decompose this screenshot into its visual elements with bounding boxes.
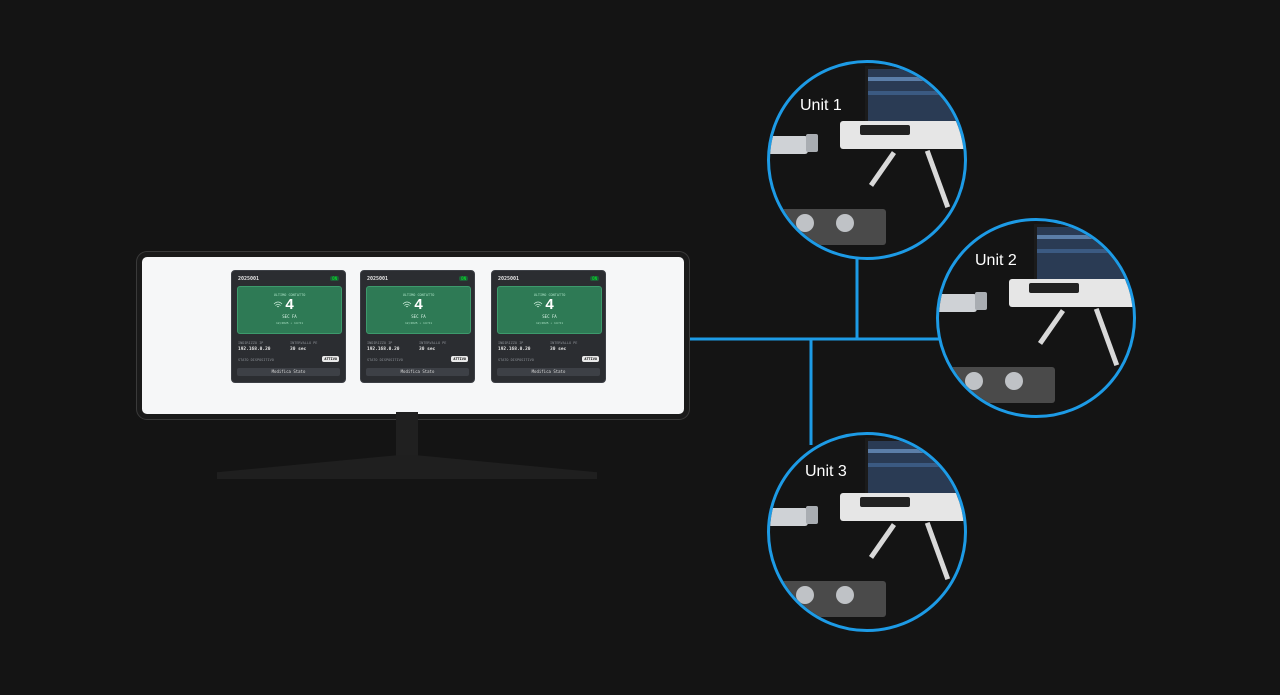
workstation-monitor <box>865 438 964 499</box>
card-status-panel: ULTIMO CONTATTO 4 SEC FA 12/2025 • 14:51 <box>366 286 471 334</box>
camera <box>770 134 818 154</box>
panel-sub: 12/2025 • 14:51 <box>535 321 564 325</box>
ip-label: INDIRIZZO IP <box>238 341 264 345</box>
card-id: 2025001 <box>238 276 260 282</box>
controller-console <box>770 581 886 617</box>
card-badge: ON <box>590 276 599 281</box>
status-badge: ATTIVO <box>322 356 339 362</box>
interval-value: 30 sec <box>419 347 436 352</box>
panel-label: ULTIMO CONTATTO <box>273 293 306 297</box>
panel-value: 4 <box>545 296 554 313</box>
panel-label: ULTIMO CONTATTO <box>402 293 435 297</box>
interval-label: INTERVALLO PE <box>550 341 578 345</box>
monitor-stand-neck <box>396 412 418 458</box>
panel-unit: SEC FA <box>542 314 557 319</box>
desk-leg <box>1093 307 1120 367</box>
ip-value: 192.168.0.20 <box>498 347 531 352</box>
panel-value: 4 <box>414 296 423 313</box>
desk-leg <box>868 523 897 559</box>
wifi-icon <box>402 301 412 308</box>
workstation-monitor <box>865 66 964 127</box>
desk-leg <box>924 521 951 581</box>
ip-value: 192.168.0.20 <box>238 347 271 352</box>
unit-1-circle <box>767 60 967 260</box>
unit-3-label: Unit 3 <box>805 463 847 480</box>
keyboard <box>860 125 910 135</box>
interval-label: INTERVALLO PE <box>419 341 447 345</box>
wifi-icon <box>273 301 283 308</box>
card-badge: ON <box>330 276 339 281</box>
ip-label: INDIRIZZO IP <box>367 341 393 345</box>
ip-value: 192.168.0.20 <box>367 347 400 352</box>
device-status-label: STATO DISPOSITIVO <box>498 358 534 362</box>
device-status-label: STATO DISPOSITIVO <box>238 358 274 362</box>
interval-value: 30 sec <box>290 347 307 352</box>
edit-status-button[interactable]: Modifica Stato <box>366 368 469 376</box>
camera <box>939 292 987 312</box>
card-status-panel: ULTIMO CONTATTO 4 SEC FA 12/2025 • 14:51 <box>237 286 342 334</box>
wifi-icon <box>533 301 543 308</box>
desk-leg <box>924 149 951 209</box>
edit-status-button[interactable]: Modifica Stato <box>237 368 340 376</box>
status-badge: ATTIVO <box>451 356 468 362</box>
device-card: 2025001 ON ULTIMO CONTATTO 4 SEC FA 12/2… <box>491 270 606 383</box>
panel-value: 4 <box>285 296 294 313</box>
device-status-label: STATO DISPOSITIVO <box>367 358 403 362</box>
panel-unit: SEC FA <box>411 314 426 319</box>
camera <box>770 506 818 526</box>
card-id: 2025001 <box>498 276 520 282</box>
interval-label: INTERVALLO PE <box>290 341 318 345</box>
workstation-monitor <box>1034 224 1133 285</box>
keyboard <box>860 497 910 507</box>
card-id: 2025001 <box>367 276 389 282</box>
unit-2-label: Unit 2 <box>975 252 1017 269</box>
unit-2-circle <box>936 218 1136 418</box>
ip-label: INDIRIZZO IP <box>498 341 524 345</box>
panel-unit: SEC FA <box>282 314 297 319</box>
desk-leg <box>868 151 897 187</box>
card-status-panel: ULTIMO CONTATTO 4 SEC FA 12/2025 • 14:51 <box>497 286 602 334</box>
edit-status-button[interactable]: Modifica Stato <box>497 368 600 376</box>
controller-console <box>939 367 1055 403</box>
interval-value: 30 sec <box>550 347 567 352</box>
unit-1-label: Unit 1 <box>800 97 842 114</box>
device-card: 2025001 ON ULTIMO CONTATTO 4 SEC FA 12/2… <box>360 270 475 383</box>
panel-sub: 12/2025 • 14:51 <box>275 321 304 325</box>
desk-leg <box>1037 309 1066 345</box>
status-badge: ATTIVO <box>582 356 599 362</box>
device-card: 2025001 ON ULTIMO CONTATTO 4 SEC FA 12/2… <box>231 270 346 383</box>
controller-console <box>770 209 886 245</box>
keyboard <box>1029 283 1079 293</box>
unit-3-circle <box>767 432 967 632</box>
panel-sub: 12/2025 • 14:51 <box>404 321 433 325</box>
panel-label: ULTIMO CONTATTO <box>533 293 566 297</box>
card-badge: ON <box>459 276 468 281</box>
